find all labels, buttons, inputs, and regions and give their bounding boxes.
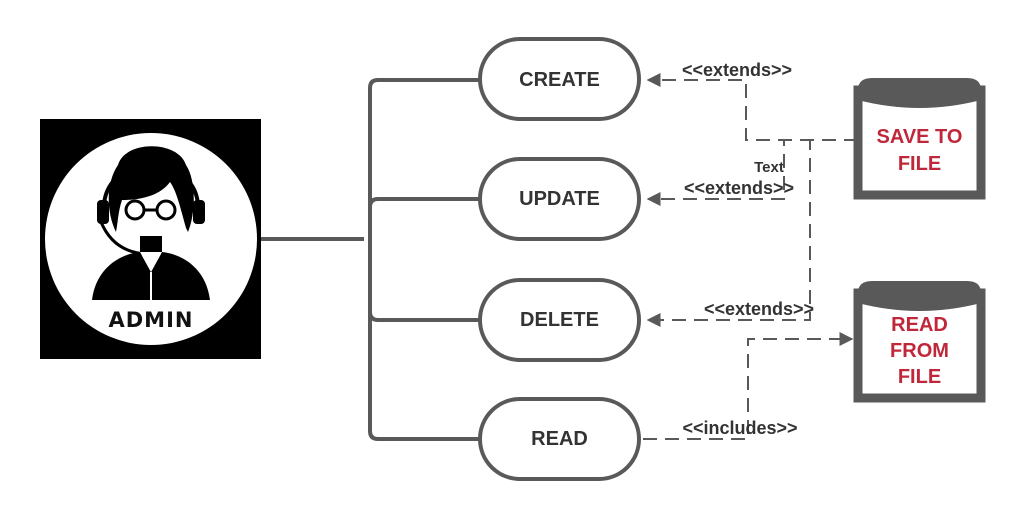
actor-label: ADMIN <box>109 308 194 332</box>
read-store-line3: FILE <box>898 366 941 388</box>
use-case-create[interactable]: CREATE <box>478 37 641 121</box>
read-store-line2: FROM <box>890 340 949 362</box>
association-bus <box>368 78 480 441</box>
admin-actor[interactable]: ADMIN <box>40 119 261 359</box>
use-case-delete-label: DELETE <box>520 309 599 331</box>
note-text: Text <box>754 159 784 176</box>
association-delete <box>368 311 480 322</box>
use-case-update[interactable]: UPDATE <box>478 157 641 241</box>
extends-create-label: <<extends>> <box>682 60 792 80</box>
extends-create-line <box>646 73 858 141</box>
use-case-read-label: READ <box>531 428 588 450</box>
use-case-delete[interactable]: DELETE <box>478 278 641 362</box>
includes-read-line <box>643 332 854 440</box>
extends-delete-line <box>646 139 858 327</box>
read-store-line1: READ <box>891 314 948 336</box>
use-case-create-label: CREATE <box>519 69 600 91</box>
use-case-read[interactable]: READ <box>478 397 641 481</box>
save-store-line2: FILE <box>898 153 941 175</box>
save-store-top-band <box>858 90 981 108</box>
extends-update-line <box>646 139 858 206</box>
actor-associations <box>261 78 480 441</box>
dashed-relations <box>643 73 858 440</box>
read-store-top-band <box>858 293 981 311</box>
data-store-read[interactable]: READ FROM FILE <box>853 281 986 403</box>
association-update <box>368 197 480 208</box>
use-case-update-label: UPDATE <box>519 188 600 210</box>
extends-update-label: <<extends>> <box>684 178 794 198</box>
admin-headset-icon <box>92 146 210 300</box>
data-store-save[interactable]: SAVE TO FILE <box>853 78 986 200</box>
includes-read-label: <<includes>> <box>682 418 797 438</box>
extends-delete-label: <<extends>> <box>704 299 814 319</box>
save-store-line1: SAVE TO <box>877 126 963 148</box>
